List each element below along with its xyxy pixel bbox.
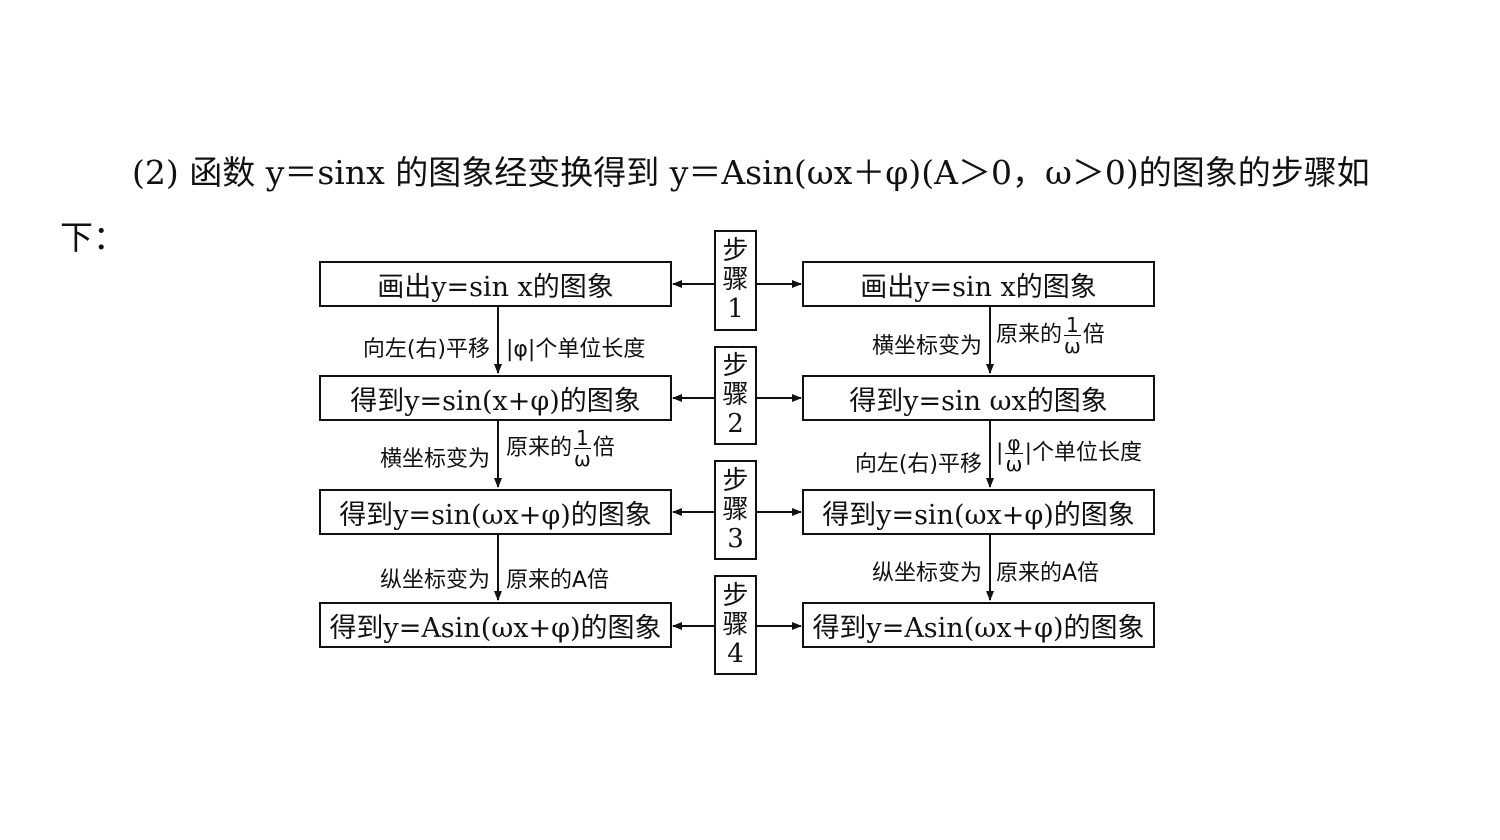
right-transform-1-suffix: 倍 [1082,322,1105,348]
fraction-numerator: 1 [574,426,591,450]
step-2-char1: 步 [722,351,749,381]
right-transform-2-suffix: |个单位长度 [1024,440,1143,466]
right-transform-1-prefix: 原来的 [996,322,1063,348]
fraction-denominator: ω [1064,334,1081,358]
right-transform-3-before: 纵坐标变为 [871,561,982,586]
paragraph-line-2: 下： [60,218,126,257]
step-4-number: 4 [727,638,744,669]
step-4-char1: 步 [722,580,749,611]
step-3-char1: 步 [722,465,749,496]
step-3-char2: 骤 [722,494,749,525]
step-box-3: 步 骤 3 [714,460,757,560]
left-box-2: 得到y=sin(x+φ)的图象 [319,375,672,421]
left-transform-3-before: 纵坐标变为 [379,568,490,593]
right-transform-3-after: 原来的A倍 [996,561,1100,586]
right-box-4: 得到y=Asin(ωx+φ)的图象 [802,602,1155,648]
left-box-3: 得到y=sin(ωx+φ)的图象 [319,489,672,535]
step-box-4: 步 骤 4 [714,575,757,675]
left-transform-2-prefix: 原来的 [506,435,573,461]
fraction-denominator: ω [574,447,591,471]
right-box-2: 得到y=sin ωx的图象 [802,375,1155,421]
step-2-number: 2 [727,409,744,439]
step-3-number: 3 [727,523,744,554]
right-transform-2-before: 向左(右)平移 [854,452,982,477]
right-transform-2-prefix: | [996,440,1004,466]
left-transform-2-before: 横坐标变为 [379,447,490,472]
step-1-char1: 步 [722,236,749,266]
right-box-3: 得到y=sin(ωx+φ)的图象 [802,489,1155,535]
left-transform-2-suffix: 倍 [592,435,615,461]
paragraph-line-1: (2) 函数 y＝sinx 的图象经变换得到 y＝Asin(ωx＋φ)(A＞0，… [132,153,1370,192]
step-1-number: 1 [727,294,744,324]
left-transform-1-before: 向左(右)平移 [362,337,490,362]
step-box-2: 步 骤 2 [714,346,757,445]
step-1-char2: 骤 [722,265,749,295]
step-2-char2: 骤 [722,380,749,410]
left-transform-3-after: 原来的A倍 [506,568,610,593]
fraction-numerator: 1 [1064,313,1081,337]
right-box-1: 画出y=sin x的图象 [802,261,1155,307]
step-4-char2: 骤 [722,609,749,640]
left-box-1: 画出y=sin x的图象 [319,261,672,307]
fraction-denominator: ω [1005,452,1023,476]
step-box-1: 步 骤 1 [714,230,757,331]
right-transform-1-before: 横坐标变为 [871,334,982,359]
left-box-4: 得到y=Asin(ωx+φ)的图象 [319,602,672,648]
left-transform-1-after: |φ|个单位长度 [506,337,646,362]
fraction-numerator: φ [1005,431,1023,455]
